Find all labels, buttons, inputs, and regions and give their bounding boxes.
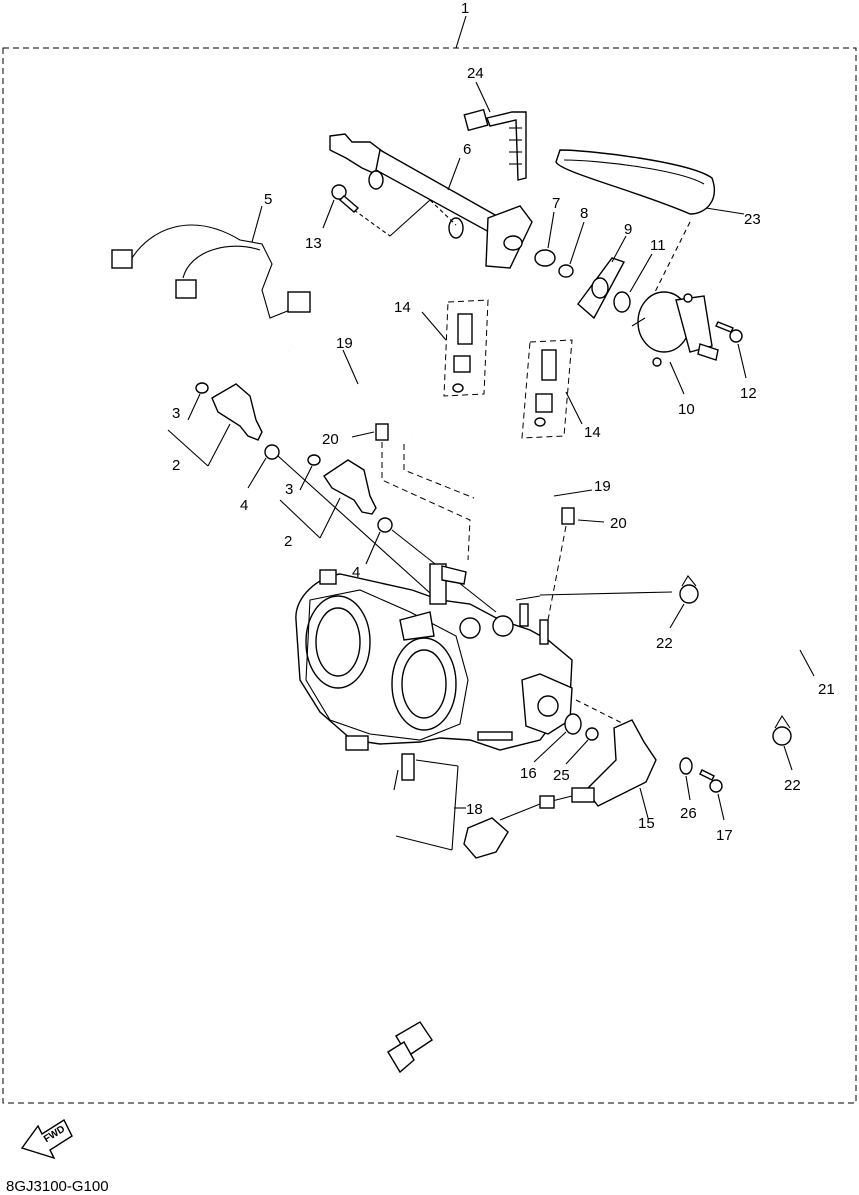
collar-25 — [565, 727, 599, 765]
bracket-24 — [463, 81, 527, 181]
callout-19b: 19 — [594, 478, 611, 495]
callout-7: 7 — [552, 195, 560, 212]
callout-26: 26 — [680, 805, 697, 822]
callout-3a: 3 — [172, 405, 180, 422]
screw-13 — [322, 184, 360, 229]
callout-3b: 3 — [285, 481, 293, 498]
callout-14a: 14 — [394, 299, 411, 316]
hose-19b — [422, 428, 593, 513]
callout-22a: 22 — [656, 635, 673, 652]
callout-9: 9 — [624, 221, 632, 238]
harness-5 — [111, 205, 311, 319]
cap-20b — [547, 507, 605, 621]
screw-17 — [699, 769, 725, 821]
callout-11: 11 — [650, 237, 666, 254]
callout-5: 5 — [264, 191, 272, 208]
callout-4a: 4 — [240, 497, 248, 514]
hose-19a — [284, 349, 418, 435]
o-ring-8 — [558, 221, 585, 278]
clamp-22a — [669, 575, 699, 629]
fuel-rail-6 — [329, 133, 533, 269]
regulator-10 — [631, 291, 719, 395]
hose-23 — [555, 149, 745, 295]
callout-25: 25 — [553, 767, 570, 784]
callout-18: 18 — [466, 801, 483, 818]
cap-20a — [351, 423, 475, 561]
washer-26 — [679, 757, 693, 801]
callout-20b: 20 — [610, 515, 627, 532]
clamp-22b — [772, 714, 793, 771]
callout-1: 1 — [461, 0, 469, 17]
fwd-arrow-icon: FWD — [20, 1118, 73, 1160]
callout-10: 10 — [678, 401, 695, 418]
callout-19a: 19 — [336, 335, 353, 352]
o-ring-11 — [613, 253, 653, 313]
injector-set-14a — [421, 299, 489, 397]
collar-7 — [534, 211, 556, 267]
callout-21: 21 — [818, 681, 835, 698]
callout-8: 8 — [580, 205, 588, 222]
holder-9 — [577, 235, 627, 320]
callout-16: 16 — [520, 765, 537, 782]
callout-6: 6 — [463, 141, 471, 158]
injector-2a — [167, 382, 441, 603]
sensor-15 — [463, 719, 657, 859]
callout-4b: 4 — [352, 564, 360, 581]
callout-20a: 20 — [322, 431, 339, 448]
callout-12: 12 — [740, 385, 757, 402]
o-ring-16 — [533, 699, 641, 763]
callout-2a: 2 — [172, 457, 180, 474]
diagram-code: 8GJ3100-G100 — [6, 1178, 109, 1195]
callout-24: 24 — [467, 65, 484, 82]
injector-set-14b — [521, 339, 583, 439]
hose-18 — [387, 753, 471, 1074]
callout-13: 13 — [305, 235, 322, 252]
hose-21 — [709, 584, 815, 744]
assembly-border — [2, 47, 857, 1104]
callout-22b: 22 — [784, 777, 801, 794]
callout-17: 17 — [716, 827, 733, 844]
throttle-body — [295, 563, 673, 751]
screw-12 — [715, 321, 747, 379]
callout-14b: 14 — [584, 424, 601, 441]
callout-23: 23 — [744, 211, 761, 228]
callout-2b: 2 — [284, 533, 292, 550]
callout-15: 15 — [638, 815, 655, 832]
